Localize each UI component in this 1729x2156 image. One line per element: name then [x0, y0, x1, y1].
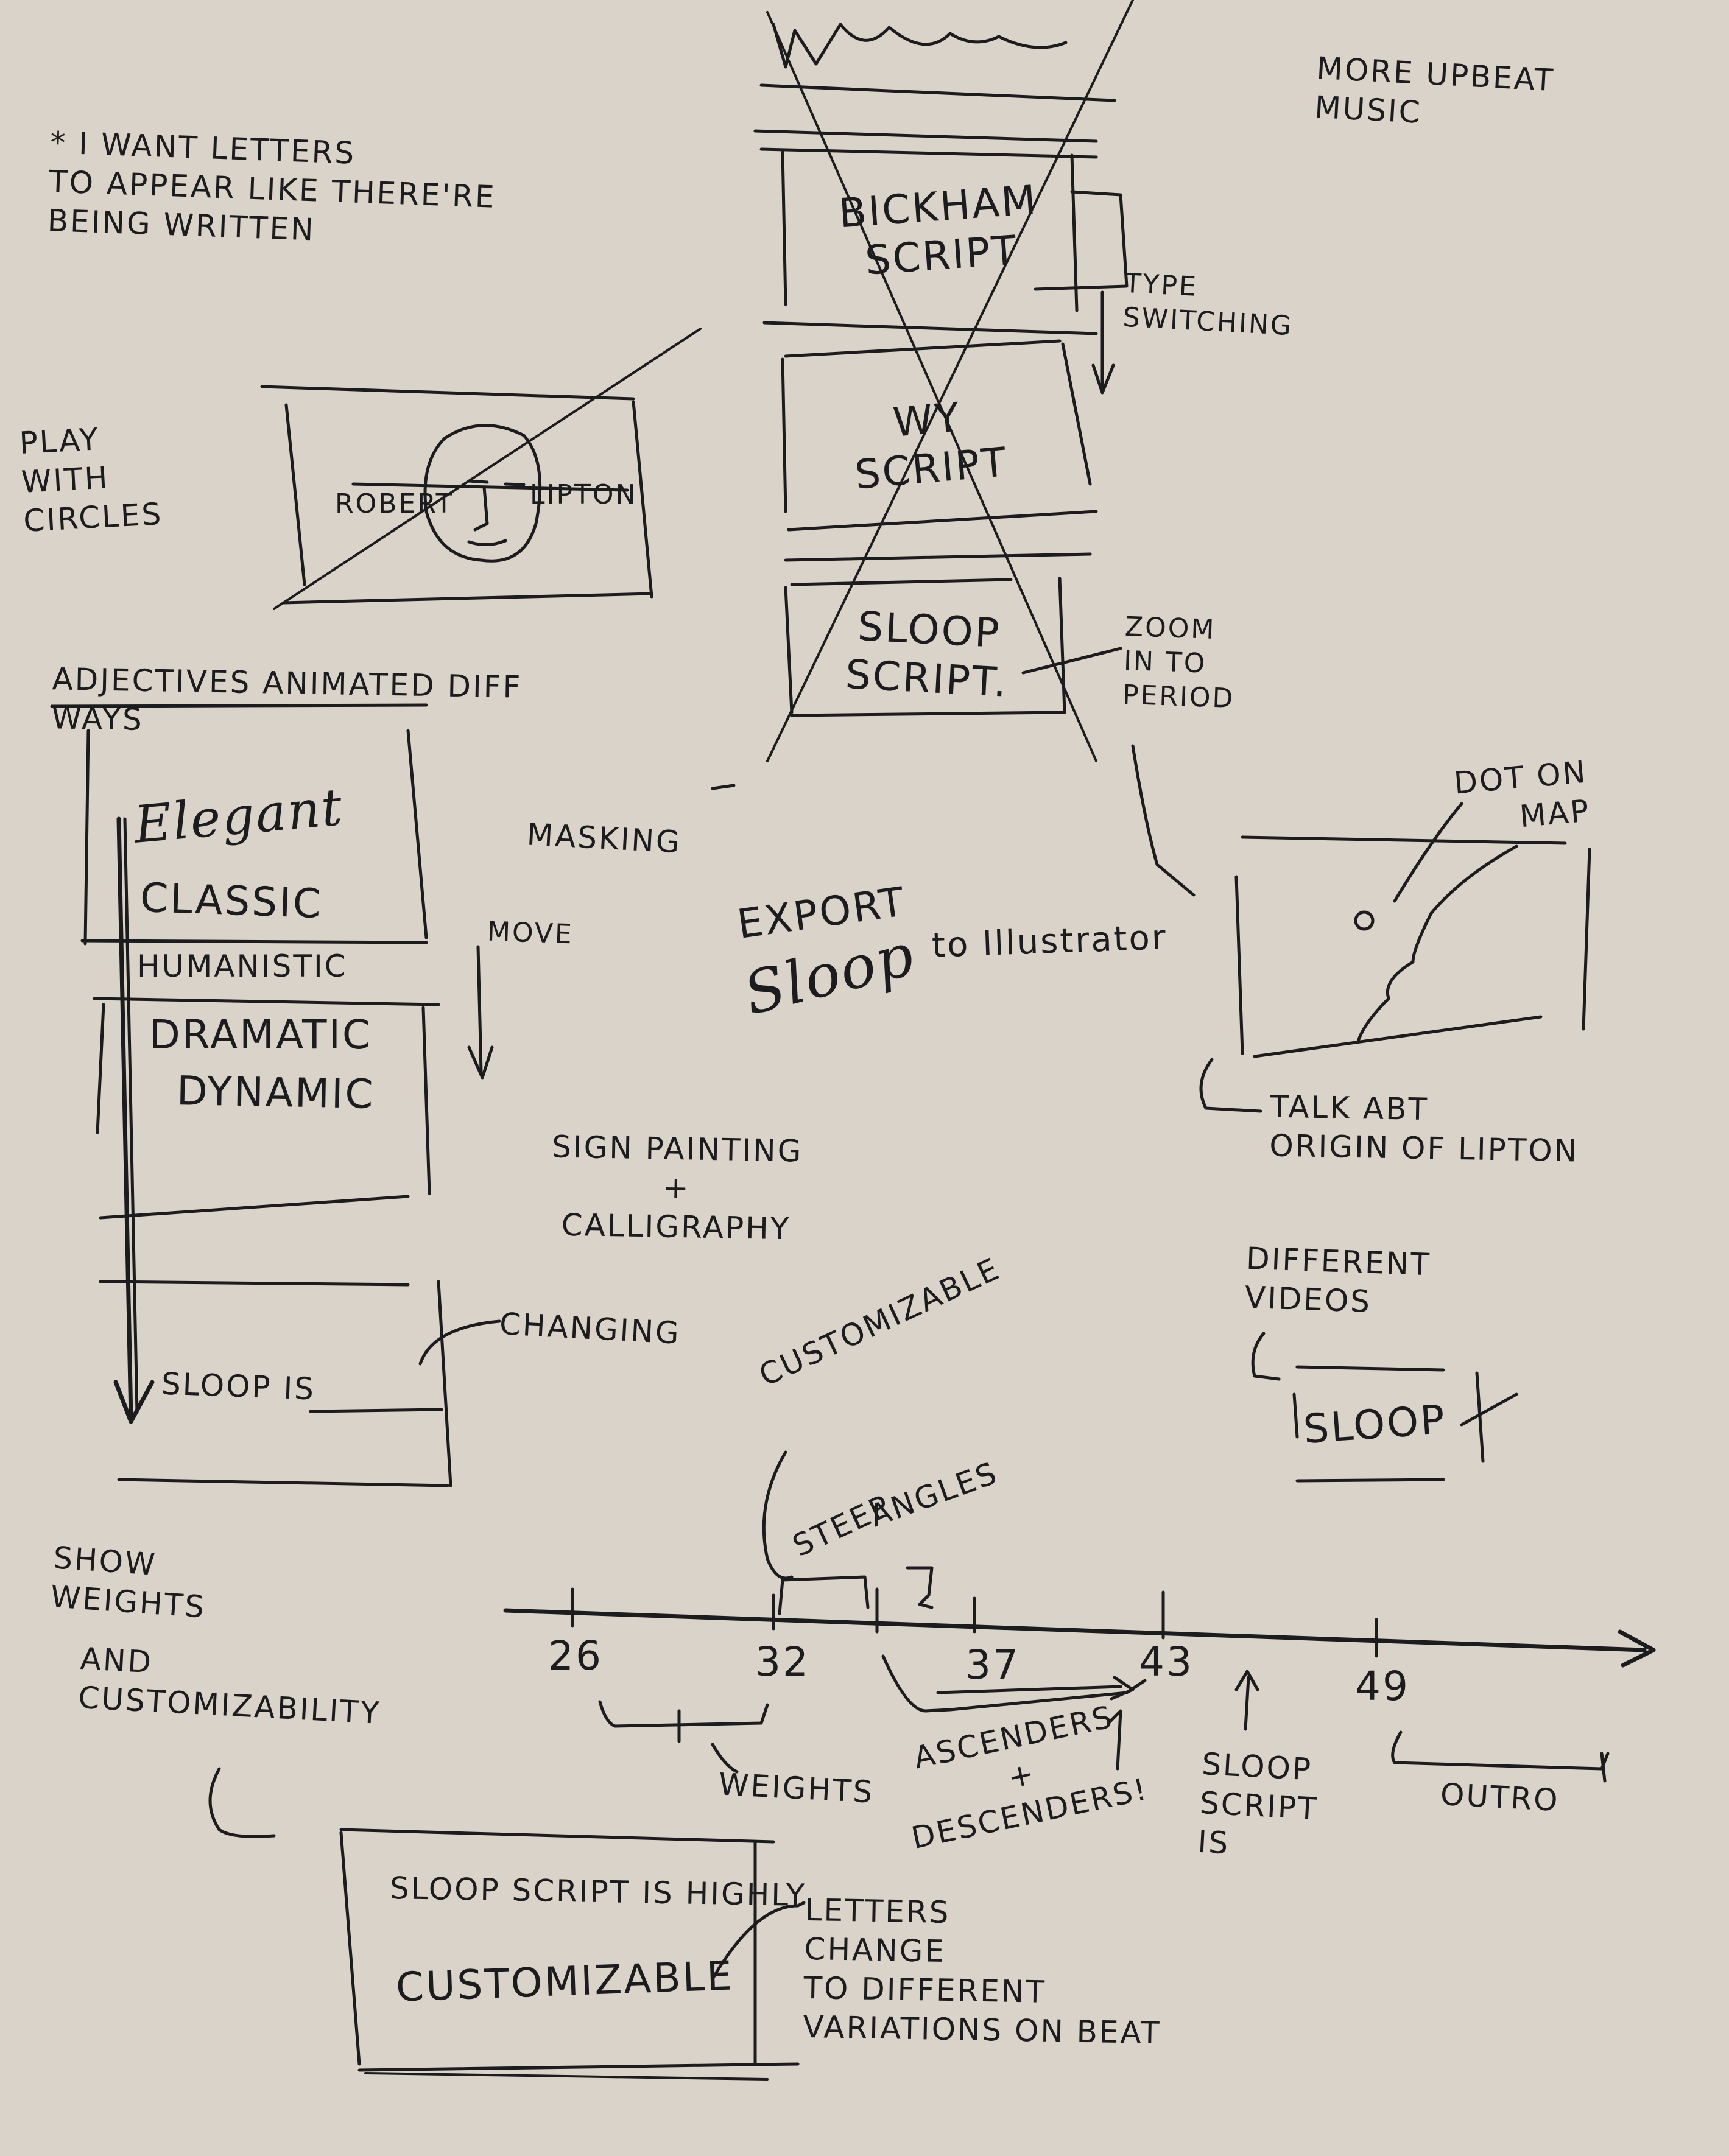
frame-text-sloop-script-is-highly: Sloop Script is highly: [389, 1870, 807, 1913]
note-different-videos: Different videos: [1244, 1240, 1432, 1319]
frame-label-wy-script: Wy Script: [853, 393, 1010, 499]
frame-label-bickham-script: Bickham Script: [837, 176, 1040, 284]
timeline-tick-label-32: 32: [755, 1638, 810, 1685]
note-outro: Outro: [1439, 1776, 1560, 1819]
frame-label-robert: Robert: [335, 488, 454, 519]
note-more-upbeat-music: More upbeat music: [1314, 50, 1556, 130]
note-sloop-script-is: Sloop Script is: [1197, 1746, 1320, 1861]
adjective-humanistic: Humanistic: [137, 949, 348, 984]
frame-label-sloop-script: Sloop Script.: [844, 602, 1010, 706]
timeline: [503, 1450, 1656, 1783]
videos-frame: [1251, 1332, 1518, 1483]
timeline-tick-label-26: 26: [548, 1632, 603, 1679]
timeline-tick-label-43: 43: [1139, 1638, 1194, 1685]
note-dot-on-map: Dot on map: [1453, 754, 1592, 835]
adjectives-frame: [50, 703, 501, 1487]
adjective-elegant: Elegant: [132, 777, 346, 855]
note-talk-origin-lipton: Talk abt origin of Lipton: [1269, 1089, 1579, 1169]
note-adjectives-animated: Adjectives animated diff ways: [51, 661, 523, 737]
video-frame-label-sloop: Sloop: [1301, 1396, 1448, 1453]
note-show-weights: Show weights: [49, 1540, 207, 1625]
note-type-switching: Type switching: [1122, 267, 1294, 342]
note-sign-painting-calligraphy: Sign painting + Calligraphy: [551, 1129, 803, 1247]
timeline-tick-label-37: 37: [965, 1642, 1020, 1688]
robert-lipton-frame-crossed-out: [260, 328, 702, 610]
note-masking: Masking: [526, 816, 683, 860]
note-play-with-circles: Play with circles: [18, 421, 164, 539]
adjective-dramatic: Dramatic: [149, 1011, 372, 1058]
adjective-dynamic: Dynamic: [176, 1067, 376, 1118]
adjective-classic: Classic: [139, 874, 324, 928]
map-frame: [1199, 802, 1591, 1113]
note-zoom-in-to-period: Zoom in to period: [1122, 611, 1236, 715]
note-to-illustrator: to Illustrator: [931, 918, 1168, 966]
timeline-tick-label-49: 49: [1355, 1663, 1410, 1710]
note-letters-written: * I want letters to appear like there're…: [46, 125, 497, 248]
note-move: Move: [487, 916, 574, 950]
note-and-customizability: And customizability: [77, 1641, 382, 1731]
note-sloop-is: Sloop is: [161, 1366, 316, 1407]
customizable-frame: [208, 1767, 806, 2081]
storyboard-column-crossed-out: [711, 0, 1196, 897]
note-weights: Weights: [717, 1766, 875, 1810]
frame-label-lipton: Lipton: [530, 479, 638, 510]
note-letters-change-on-beat: Letters change to different variations o…: [802, 1892, 1161, 2051]
